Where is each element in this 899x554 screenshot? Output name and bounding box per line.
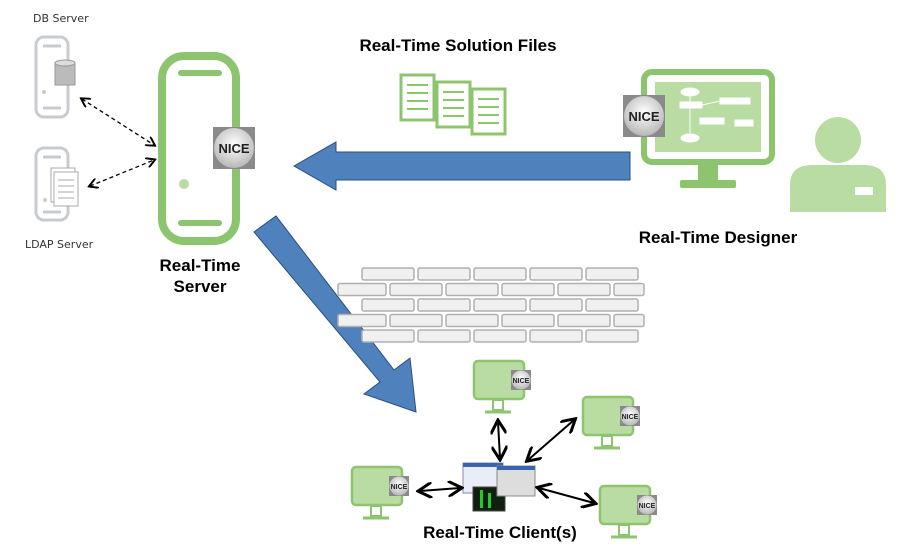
brick [613,282,645,297]
solution-files-icon [399,73,507,136]
client-link-bottom-right [539,488,594,503]
svg-text:NICE: NICE [622,414,639,421]
brick [585,298,639,312]
brick [529,329,583,343]
brick [337,313,387,328]
designer-monitor-icon [641,69,775,188]
deploy-arrow-left [292,141,631,191]
client-link-top [498,422,500,458]
brick [585,267,639,281]
brick [501,282,555,297]
brick [585,329,639,343]
brick [417,298,471,312]
ldap-connection-arrow [90,160,154,186]
client-link-right [528,420,574,460]
client-monitor-icon: NICE [472,359,531,414]
db-connection-arrow [82,99,154,145]
db-server-icon [34,35,76,119]
brick [389,313,443,328]
svg-text:NICE: NICE [218,141,249,156]
brick [529,298,583,312]
brick [529,267,583,281]
brick [445,282,499,297]
brick [389,282,443,297]
brick [473,298,527,312]
brick [361,298,415,312]
client-application-screenshot [462,462,536,512]
firewall-icon [337,267,645,343]
designer-label: Real-Time Designer [639,228,798,247]
brick [361,329,415,343]
deploy-arrow-down [253,215,417,413]
db-server-label: DB Server [33,12,89,25]
clients-label: Real-Time Client(s) [423,523,577,542]
client-link-left [420,488,460,491]
brick [445,313,499,328]
ldap-server-icon [34,146,79,222]
brick [417,329,471,343]
rt-server-label-2: Server [174,277,227,296]
brick [557,282,611,297]
brick [417,267,471,281]
nice-logo-icon: NICE [623,95,665,137]
brick [337,282,387,297]
svg-text:NICE: NICE [639,503,656,510]
svg-text:NICE: NICE [391,484,408,491]
svg-text:NICE: NICE [628,109,659,124]
brick [501,313,555,328]
brick [361,267,415,281]
rt-server-label-1: Real-Time [160,256,241,275]
nice-logo-icon: NICE [213,127,255,169]
solution-files-label: Real-Time Solution Files [359,36,556,55]
client-monitor-icon: NICE [581,395,640,450]
user-person-icon [790,117,886,212]
brick [613,313,645,328]
brick [557,313,611,328]
svg-text:NICE: NICE [513,378,530,385]
client-monitor-icon: NICE [350,465,409,520]
brick [473,329,527,343]
ldap-server-label: LDAP Server [25,238,94,251]
client-monitor-icon: NICE [598,484,657,539]
brick [473,267,527,281]
